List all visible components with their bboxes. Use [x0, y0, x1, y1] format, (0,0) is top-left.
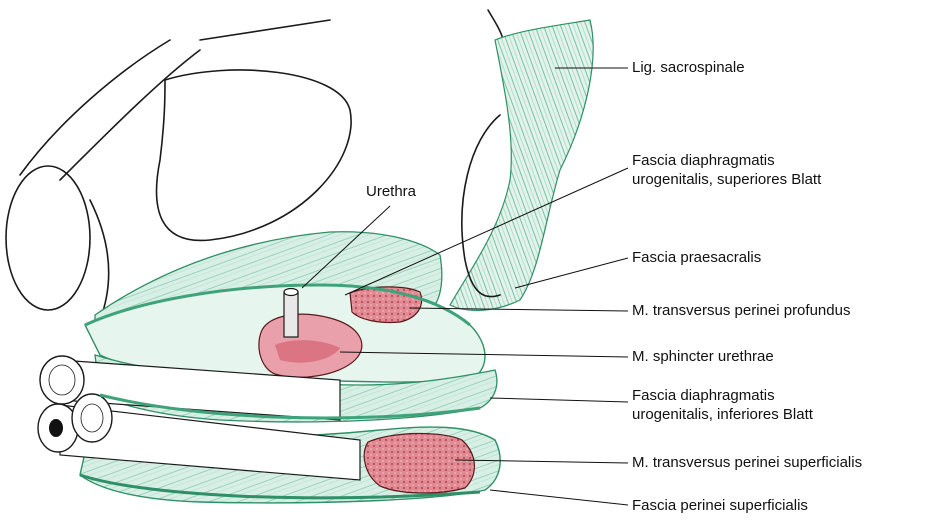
label-fascia-diaphragmatis-sup-2: urogenitalis, superiores Blatt: [632, 171, 822, 188]
m-transversus-profundus-shape: [350, 287, 422, 323]
label-m-sphincter-urethrae: M. sphincter urethrae: [632, 348, 774, 365]
label-urethra: Urethra: [366, 183, 417, 200]
label-fascia-diaphragmatis-sup-1: Fascia diaphragmatis: [632, 152, 775, 169]
lig-sacrospinale-shape: [450, 20, 593, 310]
urethra-tube: [284, 289, 298, 338]
label-fascia-perinei-superficialis: Fascia perinei superficialis: [632, 497, 808, 514]
label-fascia-diaphragmatis-inf-2: urogenitalis, inferiores Blatt: [632, 406, 814, 423]
label-m-transversus-superficialis: M. transversus perinei superficialis: [632, 454, 862, 471]
label-lig-sacrospinale: Lig. sacrospinale: [632, 59, 745, 76]
m-transversus-superficialis-shape: [364, 433, 474, 493]
label-fascia-praesacralis: Fascia praesacralis: [632, 249, 761, 266]
label-fascia-diaphragmatis-inf-1: Fascia diaphragmatis: [632, 387, 775, 404]
label-m-transversus-profundus: M. transversus perinei profundus: [632, 302, 850, 319]
